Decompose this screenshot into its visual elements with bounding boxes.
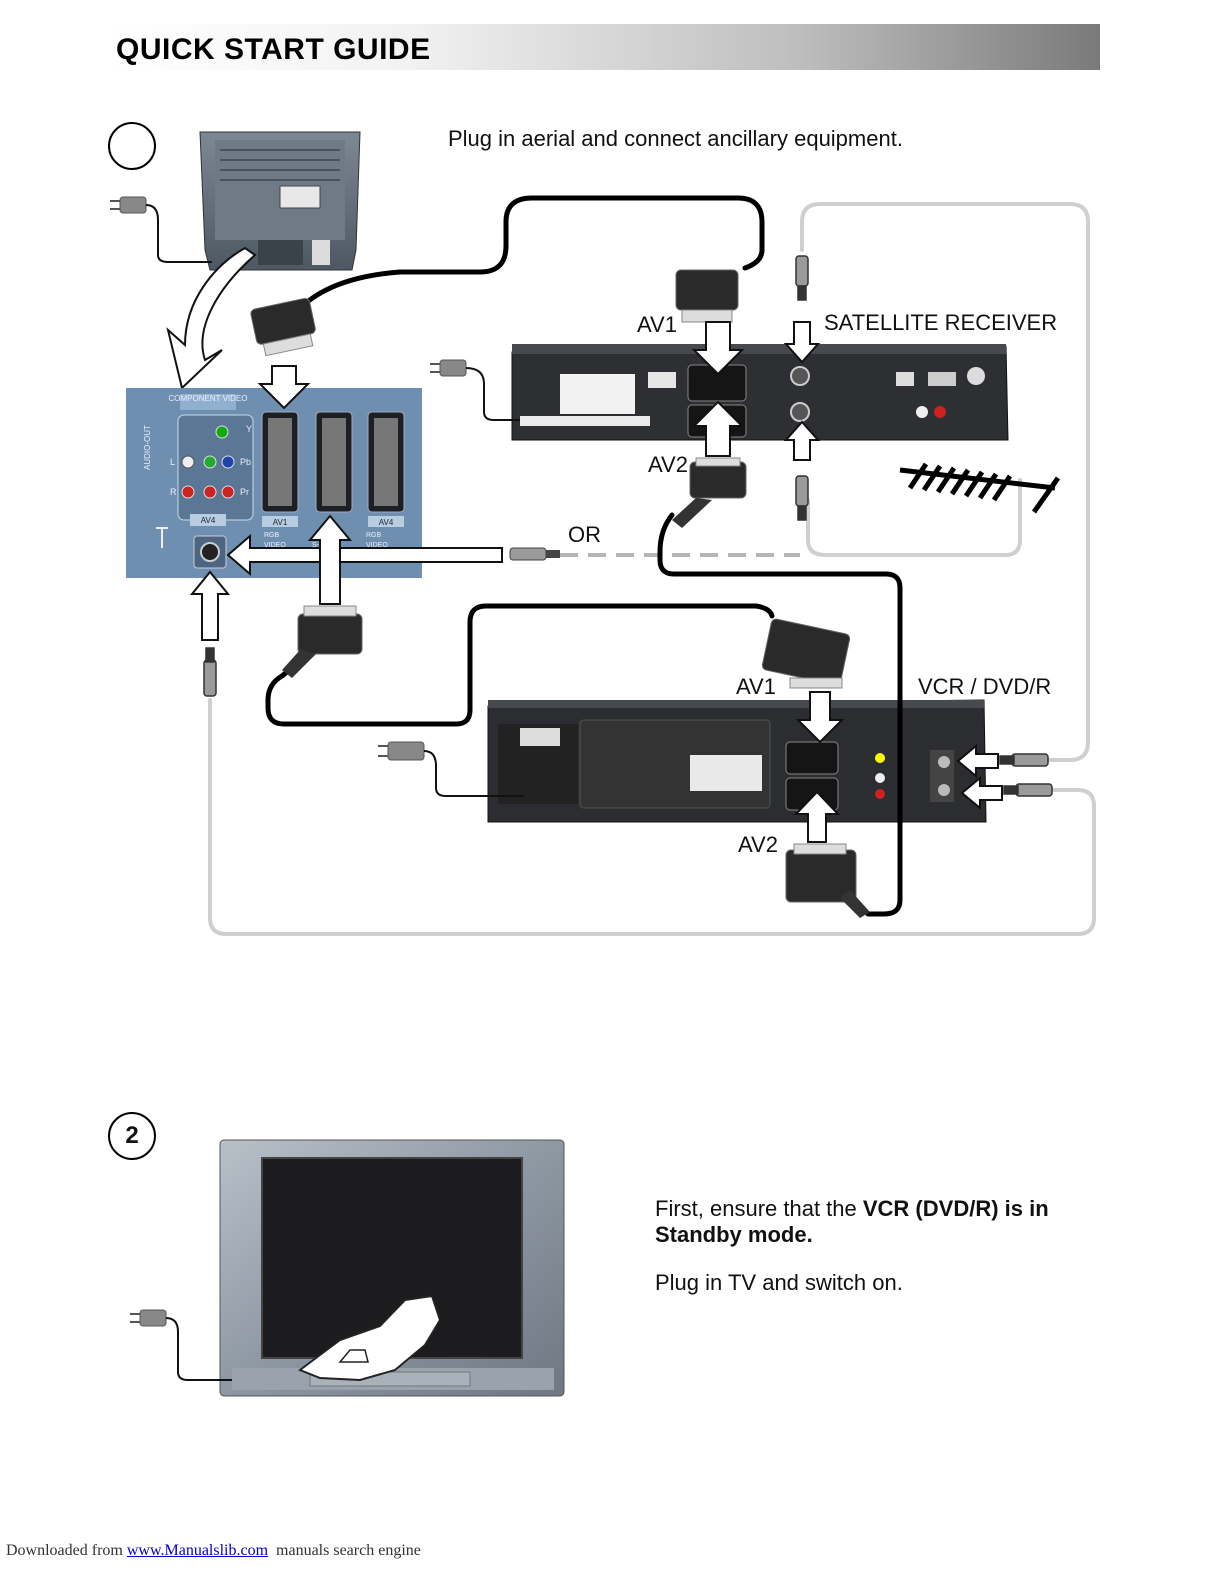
video-label-3: VIDEO — [366, 542, 388, 549]
tv-rear-image — [199, 131, 361, 271]
svideo-label: S- — [312, 542, 320, 549]
rgb-label-3: RGB — [366, 532, 382, 539]
manualslib-link[interactable]: www.Manualslib.com — [126, 1542, 269, 1559]
satellite-receiver-image — [511, 344, 1009, 441]
vcr-av1-label: AV1 — [736, 674, 776, 699]
arrow-vcr-aerial-out-icon — [960, 775, 1003, 811]
arrow-tv-aerial-icon — [226, 533, 503, 577]
footer-suffix: manuals search engine — [268, 1542, 421, 1559]
pb-label: Pb — [240, 457, 251, 467]
pr-label: Pr — [240, 487, 249, 497]
scart-plug-vcr-av2-icon — [785, 843, 870, 918]
scart-plug-tv-av2-icon — [282, 605, 363, 678]
aerial-plug-tv-icon — [203, 659, 217, 697]
arrow-vcr-aerial-in-icon — [956, 743, 999, 779]
page-title: QUICK START GUIDE — [116, 33, 431, 66]
aerial-antenna-icon — [899, 462, 1061, 514]
vcr-mains-plug-icon — [378, 741, 524, 797]
av4-component-label: AV4 — [201, 516, 216, 525]
aerial-cables — [208, 202, 1096, 936]
l-label: L — [170, 457, 175, 467]
video-label-1: VIDEO — [264, 542, 286, 549]
step-2-marker: 2 — [108, 1112, 156, 1160]
step-1-marker — [108, 122, 156, 170]
step-2-line-1-bold: VCR (DVD/R) is in Standby mode. — [655, 1196, 1049, 1247]
scart-cables — [265, 195, 903, 917]
audio-out-label: AUDIO-OUT — [143, 425, 152, 470]
aerial-plug-vcr-out-icon — [1015, 783, 1053, 797]
direction-arrows — [189, 321, 1003, 843]
aerial-plug-or-icon — [509, 547, 560, 561]
step-1-instruction: Plug in aerial and connect ancillary equ… — [448, 126, 903, 151]
aerial-symbol-icon — [156, 527, 168, 548]
aerial-plug-vcr-in-icon — [1011, 753, 1049, 767]
arrow-tv-aerial-up-icon — [189, 570, 231, 641]
satellite-receiver-label: SATELLITE RECEIVER — [824, 310, 1058, 335]
scart-plug-sat-av2-icon — [672, 457, 747, 528]
rgb-label-1: RGB — [264, 532, 280, 539]
step-2-instructions: First, ensure that the VCR (DVD/R) is in… — [655, 1196, 1115, 1318]
footer-prefix: Downloaded from — [6, 1542, 127, 1559]
step-2-line-1: First, ensure that the VCR (DVD/R) is in… — [655, 1196, 1115, 1248]
step-2-line-2: Plug in TV and switch on. — [655, 1270, 903, 1295]
satellite-mains-plug-icon — [430, 359, 520, 421]
vcr-image — [487, 699, 987, 823]
header-bar: QUICK START GUIDE — [110, 24, 1100, 70]
step-2-line-1-normal: First, ensure that the — [655, 1196, 863, 1221]
hand-pressing-icon — [297, 1294, 442, 1382]
tv-front-image — [219, 1139, 565, 1397]
av1-socket-label: AV1 — [273, 518, 288, 527]
arrow-vcr-av2-icon — [793, 790, 841, 843]
scart-plug-sat-av1-icon — [675, 269, 739, 323]
arrow-tv-av2-icon — [307, 514, 353, 605]
tv-socket-panel: COMPONENT VIDEO Y Pb Pr L R AUDIO-OUT AV… — [126, 388, 422, 578]
sat-av2-label: AV2 — [648, 452, 688, 477]
tv-mains-plug-icon — [110, 196, 212, 263]
vcr-label: VCR / DVD/R — [918, 674, 1052, 699]
y-label: Y — [246, 424, 252, 434]
sat-av1-label: AV1 — [637, 312, 677, 337]
vcr-av2-label: AV2 — [738, 832, 778, 857]
arrow-sat-av1-icon — [691, 321, 745, 376]
arrow-tv-av1-icon — [257, 365, 311, 410]
r-label: R — [170, 487, 177, 497]
footer: Downloaded from www.Manualslib.com manua… — [6, 1542, 421, 1560]
scart-plug-vcr-av1-icon — [761, 618, 851, 689]
aerial-plug-sat-out-icon — [795, 475, 809, 507]
arrow-sat-av2-icon — [691, 400, 745, 457]
av4-socket-label: AV4 — [379, 518, 394, 527]
zoom-arrow-icon — [166, 246, 257, 390]
tv-front-mains-plug-icon — [130, 1309, 232, 1381]
or-label: OR — [568, 522, 601, 547]
scart-plug-tv-av1-icon — [250, 297, 316, 357]
aerial-plug-sat-in-icon — [795, 255, 809, 287]
arrow-sat-aerial-in-icon — [783, 321, 821, 364]
arrow-vcr-av1-icon — [795, 691, 845, 744]
arrow-sat-aerial-out-icon — [783, 420, 821, 461]
component-video-label: COMPONENT VIDEO — [169, 394, 248, 403]
